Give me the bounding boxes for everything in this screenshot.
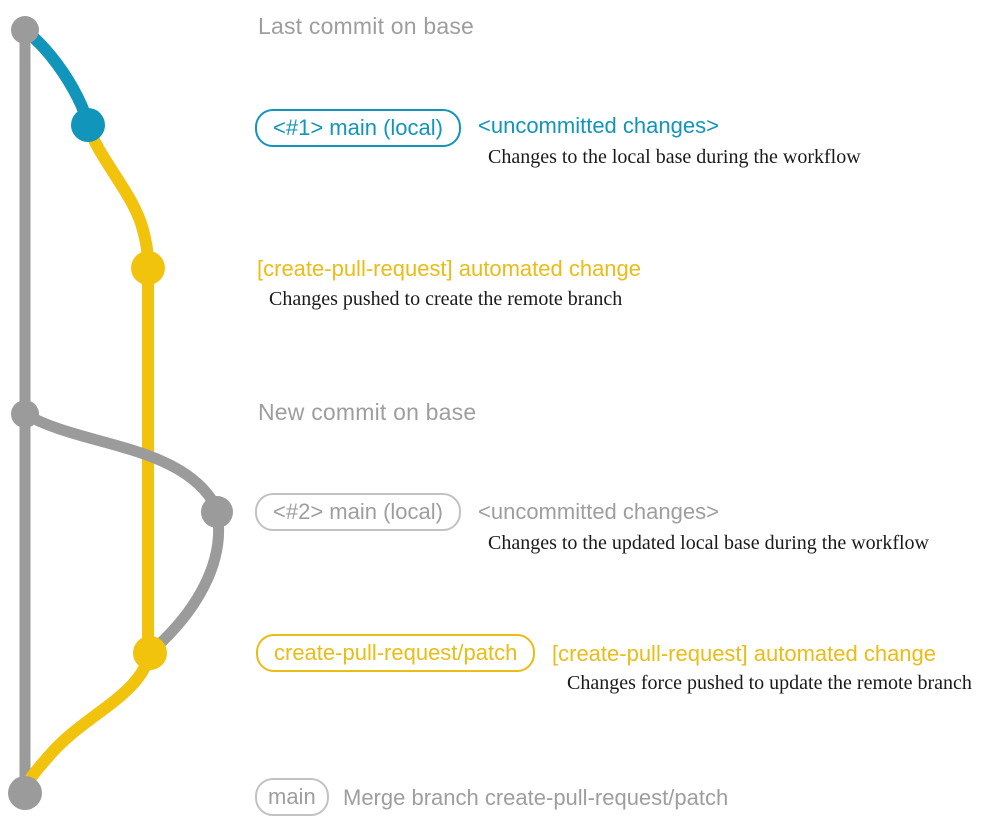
badge-main-local-1: <#1> main (local) [255,109,461,147]
badge-create-pull-request-patch: create-pull-request/patch [256,634,536,672]
label-new-commit-on-base: New commit on base [258,399,477,425]
commit-dot-remote-branch-updated [133,636,167,670]
detail-force-push-update-remote: Changes force pushed to update the remot… [567,672,972,694]
badge-main-local-2: <#2> main (local) [255,493,461,531]
detail-local-base-changes-2: Changes to the updated local base during… [488,532,929,554]
note-automated-change-1: [create-pull-request] automated change [257,256,642,281]
detail-push-create-remote: Changes pushed to create the remote bran… [269,288,623,310]
detail-local-base-changes-1: Changes to the local base during the wor… [488,146,861,168]
branch-line-merge-into-base [19,647,156,799]
note-uncommitted-changes-1: <uncommitted changes> [478,113,719,138]
label-last-commit-on-base: Last commit on base [258,13,475,39]
branch-line-rebase-to-remote [146,506,224,657]
commit-dot-new-commit-on-base [11,400,39,428]
commit-dot-local-main-1 [71,108,105,142]
commit-dot-last-commit-on-base [11,16,39,44]
branch-line-local-main-1 [19,24,94,131]
note-uncommitted-changes-2: <uncommitted changes> [478,499,719,524]
commit-dot-merge-commit [8,776,42,810]
branch-line-local-main-2 [19,408,223,518]
note-automated-change-2: [create-pull-request] automated change [552,641,937,666]
commit-dot-remote-branch-created [131,251,165,285]
branch-line-create-pull-request-start [82,119,154,274]
note-merge-branch: Merge branch create-pull-request/patch [343,785,729,810]
commit-dot-local-main-2 [201,496,233,528]
badge-main: main [255,778,329,816]
